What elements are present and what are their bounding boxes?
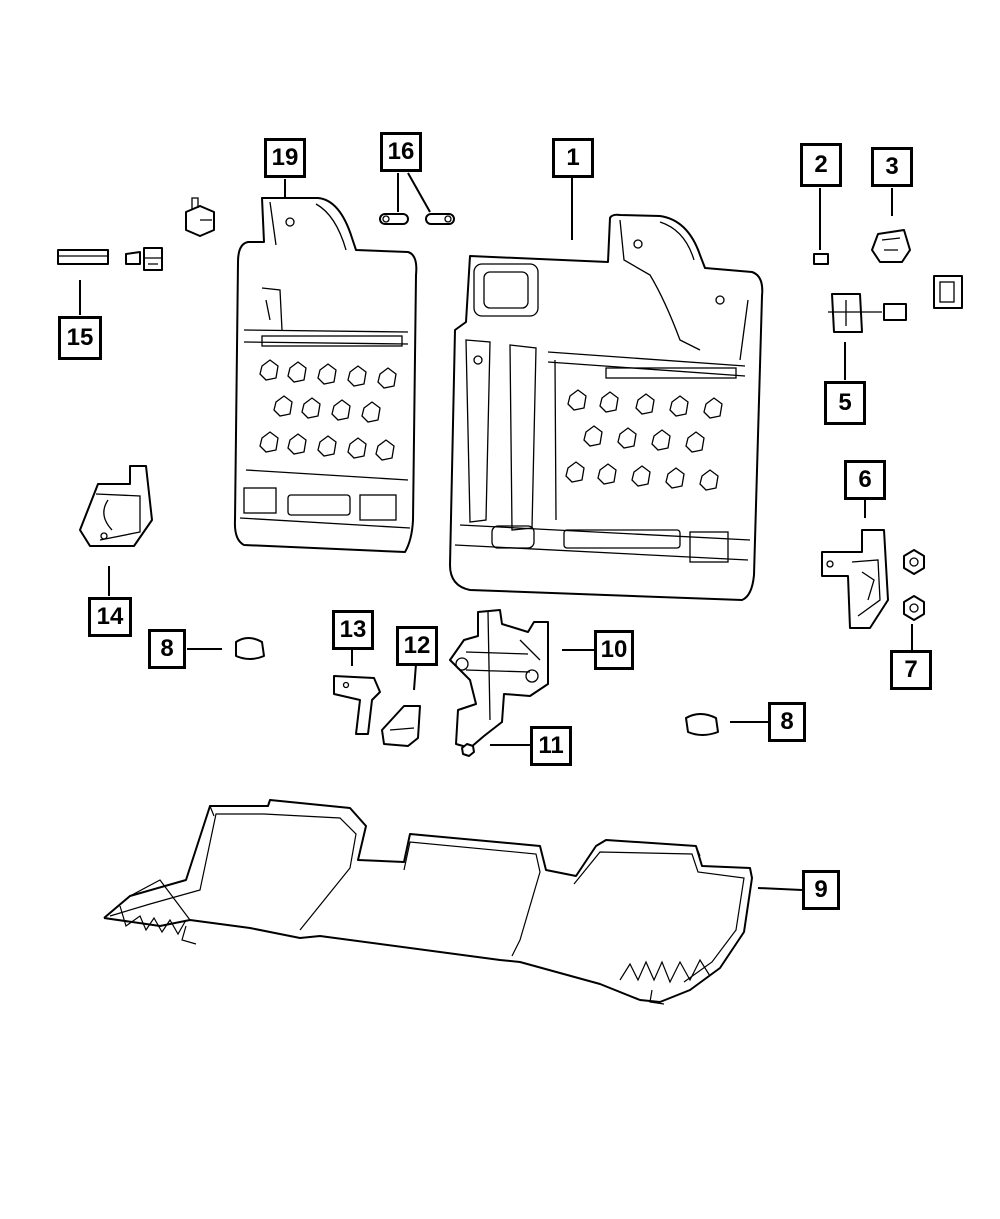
callout-10: 10 bbox=[594, 630, 634, 670]
callout-19: 19 bbox=[264, 138, 306, 178]
callout-8-right: 8 bbox=[768, 702, 806, 742]
part-11-nut bbox=[461, 743, 475, 757]
callout-2: 2 bbox=[800, 143, 842, 187]
callout-14: 14 bbox=[88, 597, 132, 637]
part-2-nut bbox=[813, 253, 829, 265]
callout-15: 15 bbox=[58, 316, 102, 360]
part-8-pad-left bbox=[235, 637, 265, 660]
callout-1: 1 bbox=[552, 138, 594, 178]
part-16-clips bbox=[379, 213, 455, 225]
part-14-hinge bbox=[79, 465, 153, 547]
part-12-bracket bbox=[381, 705, 421, 747]
callout-5: 5 bbox=[824, 381, 866, 425]
part-7-nuts bbox=[903, 549, 925, 621]
part-19-latch bbox=[185, 197, 215, 237]
callout-8-left: 8 bbox=[148, 629, 186, 669]
callout-9: 9 bbox=[802, 870, 840, 910]
part-8-pad-right bbox=[685, 713, 719, 736]
part-9-wire-frame bbox=[103, 799, 753, 1005]
part-5-mechanism bbox=[828, 293, 907, 333]
right-seat-back-panel bbox=[449, 213, 764, 601]
callout-11: 11 bbox=[530, 726, 572, 766]
part-6-hinge bbox=[821, 529, 889, 629]
left-seat-back-panel bbox=[233, 197, 418, 553]
part-10-bracket bbox=[449, 609, 549, 749]
callout-7: 7 bbox=[890, 650, 932, 690]
part-3-latch bbox=[871, 229, 911, 263]
leader-lines bbox=[79, 172, 913, 891]
callout-13: 13 bbox=[332, 610, 374, 650]
callout-12: 12 bbox=[396, 626, 438, 666]
callout-6: 6 bbox=[844, 460, 886, 500]
part-13-bracket bbox=[333, 675, 381, 735]
callout-3: 3 bbox=[871, 147, 913, 187]
callout-16: 16 bbox=[380, 132, 422, 172]
part-4-bracket bbox=[933, 275, 963, 309]
part-15-strap bbox=[57, 247, 163, 271]
